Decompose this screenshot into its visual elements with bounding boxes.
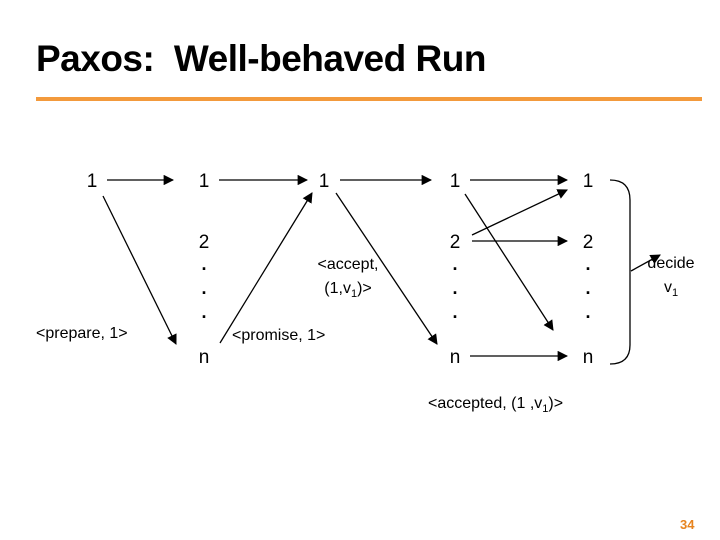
node-c5-n: n bbox=[583, 347, 594, 368]
node-c4-dot-3: . bbox=[452, 302, 457, 322]
arrow-c2-n-to-c3-1 bbox=[219, 192, 313, 344]
node-c3-1: 1 bbox=[319, 171, 330, 192]
arrow-c3-1-to-c4-n bbox=[335, 192, 438, 345]
node-c1-1: 1 bbox=[87, 171, 98, 192]
node-c5-dot-2: . bbox=[585, 278, 590, 298]
node-c2-2: 2 bbox=[199, 232, 210, 253]
node-c2-dot-3: . bbox=[201, 302, 206, 322]
decide-bracket bbox=[609, 179, 631, 365]
node-c5-2: 2 bbox=[583, 232, 594, 253]
arrow-c4-2-to-c5-1 bbox=[471, 189, 568, 236]
label-promise: <promise, 1> bbox=[232, 327, 325, 344]
node-c5-dot-3: . bbox=[585, 302, 590, 322]
arrow-c4-1-to-c5-3 bbox=[464, 193, 554, 331]
slide-title: Paxos: Well-behaved Run bbox=[36, 38, 486, 79]
label-prepare: <prepare, 1> bbox=[36, 325, 128, 342]
node-c5-dot-1: . bbox=[585, 254, 590, 274]
node-c2-1: 1 bbox=[199, 171, 210, 192]
node-c2-n: n bbox=[199, 347, 210, 368]
page-number: 34 bbox=[680, 517, 695, 532]
label-decide-value: v1 bbox=[664, 279, 678, 299]
label-accept-line1: <accept, bbox=[318, 256, 379, 273]
title-underline bbox=[36, 97, 702, 101]
arrow-c1-1-to-c2-n bbox=[102, 195, 177, 345]
node-c4-n: n bbox=[450, 347, 461, 368]
node-c4-2: 2 bbox=[450, 232, 461, 253]
label-accepted: <accepted, (1 ,v1)> bbox=[428, 395, 563, 415]
node-c2-dot-1: . bbox=[201, 254, 206, 274]
label-decide: decide bbox=[647, 255, 694, 272]
label-accept-line2: (1,v1)> bbox=[324, 280, 371, 300]
node-c5-1: 1 bbox=[583, 171, 594, 192]
node-c4-dot-2: . bbox=[452, 278, 457, 298]
node-c4-1: 1 bbox=[450, 171, 461, 192]
arrow-decide bbox=[630, 254, 661, 272]
node-c2-dot-2: . bbox=[201, 278, 206, 298]
node-c4-dot-1: . bbox=[452, 254, 457, 274]
